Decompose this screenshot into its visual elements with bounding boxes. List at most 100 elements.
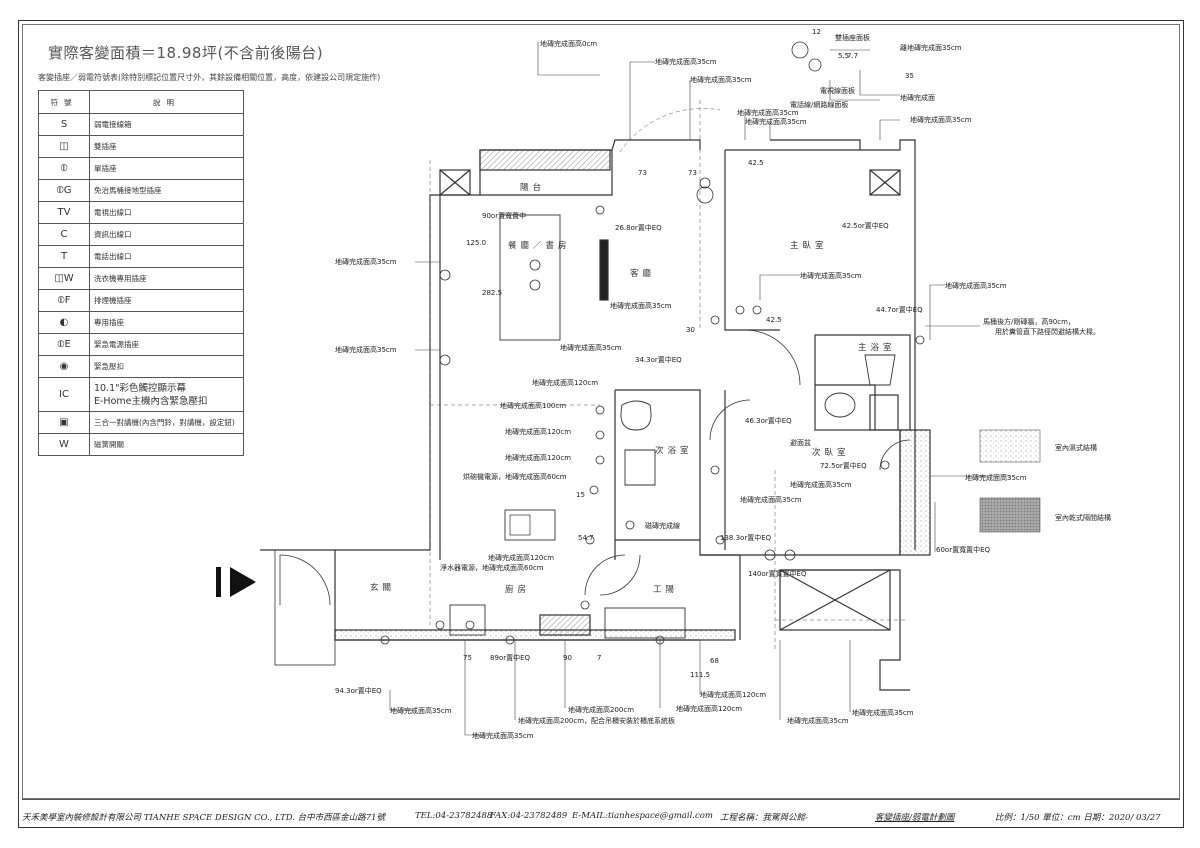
label-h35: 地磚完成面高35cm [965, 473, 1027, 482]
dim-12: 12 [812, 28, 821, 36]
dry-structure-swatch [979, 497, 1041, 533]
room-kitchen: 廚房 [505, 584, 530, 595]
dim-42-5-a: 42.5 [748, 159, 764, 167]
label-h120: 地磚完成面高120cm [700, 690, 766, 699]
entrance-bar-icon [216, 567, 221, 597]
label-h120: 地磚完成面高120cm [532, 378, 598, 387]
dim-125: 125.0 [466, 239, 486, 247]
label-h35: 地磚完成面高35cm [800, 271, 862, 280]
label-eq725: 72.5or置中EQ [820, 461, 867, 470]
label-eq600: 60or置寬置中EQ [936, 545, 990, 554]
legend-row: ◉緊急壓扣 [38, 355, 244, 378]
label-h35: 地磚完成面高35cm [745, 117, 807, 126]
dim-30: 30 [686, 326, 695, 334]
label-h200: 地磚完成面高200cm [568, 705, 634, 714]
entrance-arrow-icon [230, 567, 256, 597]
room-master: 主臥室 [790, 240, 828, 251]
room-master-bath: 主浴室 [858, 342, 896, 353]
label-h35: 地磚完成面高35cm [945, 281, 1007, 290]
label-h35: 地磚完成面高35cm [610, 301, 672, 310]
legend-desc-line1: 10.1"彩色觸控顯示幕 [94, 382, 187, 394]
label-eq447: 44.7or置中EQ [876, 305, 923, 314]
legend-subtitle: 客變插座／弱電符號表(除特別標記位置尺寸外，其餘設備相關位置，高度，依建設公司規… [38, 73, 381, 82]
drawing-frame [18, 20, 1184, 828]
room-dining: 餐廳／書房 [508, 240, 571, 251]
note-toilet: 馬桶後方/剛磚牆，高90cm， [983, 317, 1075, 326]
dim-73-a: 73 [638, 169, 647, 177]
label-h35: 地磚完成面高35cm [390, 706, 452, 715]
label-h35: 地磚完成面高35cm [852, 708, 914, 717]
label-h35: 地磚完成面高35cm [472, 731, 534, 740]
label-eq463: 46.3or置中EQ [745, 416, 792, 425]
label-h35: 地磚完成面高35cm [740, 495, 802, 504]
note-tv-panel: 電視線面板 [820, 86, 855, 95]
note-avoid-basin: 避面盆 [790, 438, 811, 447]
dim-73-b: 73 [688, 169, 697, 177]
label-h35: 地磚完成面高35cm [560, 343, 622, 352]
drawing-frame-inner [22, 24, 1180, 799]
label-eq425: 42.5or置中EQ [842, 221, 889, 230]
label-h0: 地磚完成面高0cm [540, 39, 597, 48]
legend-desc: 磁簧開關 [89, 433, 244, 456]
label-eq268: 26.8or置中EQ [615, 223, 662, 232]
footer-tel: TEL:04-23782488 [415, 811, 493, 821]
label-h35: 地磚完成面高35cm [790, 480, 852, 489]
dim-7-7: 7.7 [847, 52, 858, 60]
room-utility: 工陽 [653, 585, 678, 595]
legend-desc-line2: E-Home主機內含緊急壓扣 [94, 395, 208, 407]
dim-54-7: 54.7 [578, 534, 594, 542]
room-living: 客廳 [630, 268, 655, 279]
dim-90: 90 [563, 654, 572, 662]
note-outlet-panel: 雙插座面板 [835, 33, 870, 42]
page-title: 實際客變面積＝18.98坪(不含前後陽台) [48, 44, 324, 62]
label-h120: 地磚完成面高120cm [505, 427, 571, 436]
note-purifier: 淨水器電源，地磚完成面高60cm [440, 563, 544, 572]
footer-drawing-name: 客變插座/弱電計劃圖 [875, 813, 955, 823]
room-second-bed: 次臥室 [812, 447, 850, 458]
dashed-guides [429, 100, 905, 650]
dim-15: 15 [576, 491, 585, 499]
label-eq943: 94.3or置中EQ [335, 686, 382, 695]
label-h35: 地磚完成面高35cm [787, 716, 849, 725]
label-h35: 地磚完成面高35cm [335, 257, 397, 266]
wet-structure-swatch [979, 429, 1041, 463]
note-tile-line: 磁磚完成線 [645, 521, 680, 530]
walls [260, 139, 931, 691]
label-h120: 地磚完成面高120cm [676, 704, 742, 713]
label-h35: 地磚完成面高35cm [910, 115, 972, 124]
dim-111-5: 111.5 [690, 671, 710, 679]
label-eq343: 34.3or置中EQ [635, 355, 682, 364]
label-h35: 地磚完成面高35cm [335, 345, 397, 354]
legend-row: ⦶單插座 [38, 157, 244, 180]
note-tel-panel: 電話線/網路線面板 [790, 100, 848, 109]
dim-35: 35 [905, 72, 914, 80]
note-dryer: 烘碗機電源，地磚完成面高60cm [463, 472, 567, 481]
note-cabinet: 地磚完成面高200cm，配合吊櫃安裝於櫃底系統板 [518, 716, 675, 725]
dim-75: 75 [463, 654, 472, 662]
leader-lines [389, 42, 1010, 736]
dim-5-5: 5.5 [838, 52, 849, 60]
outlet-symbols [380, 41, 925, 645]
label-eq1383: 138.3or置中EQ [720, 533, 772, 542]
note-floor-35: 離地磚完成面35cm [900, 43, 962, 52]
footer-email: E-MAIL:tianhespace@gmail.com [572, 811, 713, 821]
dim-42-5-b: 42.5 [766, 316, 782, 324]
footer-fax: FAX:04-23782489 [490, 811, 568, 821]
label-h35: 地磚完成面高35cm [737, 108, 799, 117]
label-h120: 地磚完成面高120cm [488, 553, 554, 562]
room-second-bath: 次浴室 [655, 445, 693, 456]
label-h35: 地磚完成面高35cm [690, 75, 752, 84]
room-balcony: 陽台 [520, 182, 545, 193]
footer-scale-date: 比例：1/50 單位：cm 日期：2020/ 03/27 [995, 813, 1161, 823]
label-h100: 地磚完成面高100cm [500, 401, 566, 410]
room-entry: 玄關 [370, 582, 395, 593]
label-h120: 地磚完成面高120cm [505, 453, 571, 462]
note-floor-surface: 地磚完成面 [900, 93, 935, 102]
